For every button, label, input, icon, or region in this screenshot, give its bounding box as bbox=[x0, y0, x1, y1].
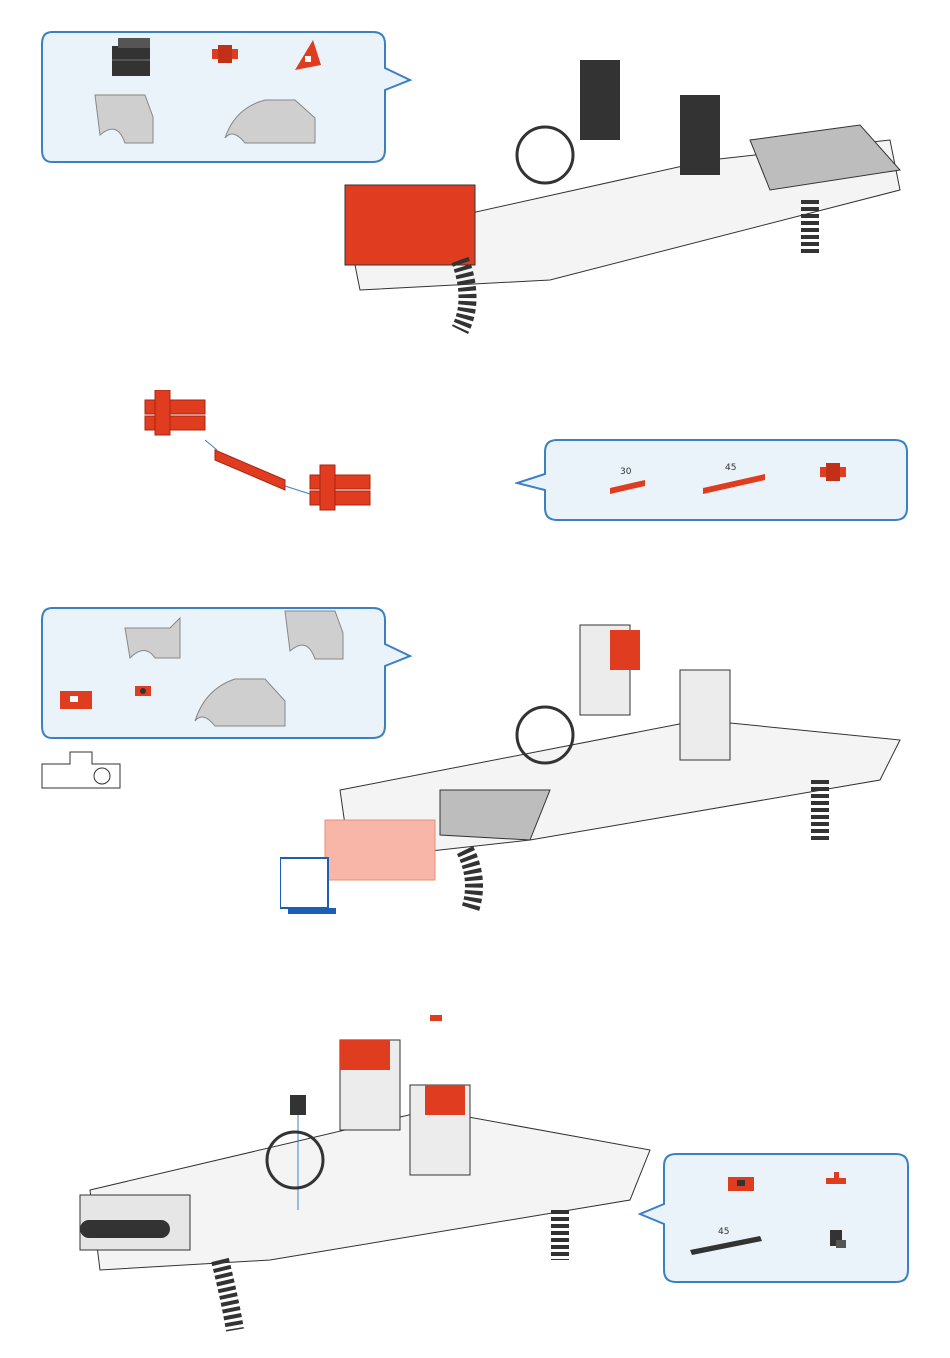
step-4-parts-bubble: 45 bbox=[638, 1152, 913, 1287]
chassis-illustration-step-4 bbox=[70, 1000, 670, 1340]
chassis-illustration-step-3 bbox=[280, 610, 920, 920]
step-4: 45 bbox=[0, 990, 950, 1350]
strut-length-label: 30 bbox=[620, 467, 632, 477]
step-2: 30 45 bbox=[0, 380, 950, 540]
step-2-parts-bubble: 30 45 bbox=[515, 438, 915, 524]
red-block-icon bbox=[728, 1177, 754, 1191]
chassis-illustration-step-1 bbox=[330, 40, 920, 340]
detail-callout-box bbox=[280, 858, 328, 908]
building-block-outline-icon bbox=[40, 750, 130, 790]
strip-length-label: 45 bbox=[718, 1227, 729, 1237]
red-building-block-icon bbox=[60, 691, 92, 709]
step-1 bbox=[0, 0, 950, 340]
strut-assembly-illustration bbox=[135, 390, 395, 520]
strut-length-label: 45 bbox=[725, 463, 736, 473]
step-3 bbox=[0, 600, 950, 930]
red-clip-icon bbox=[135, 686, 151, 696]
